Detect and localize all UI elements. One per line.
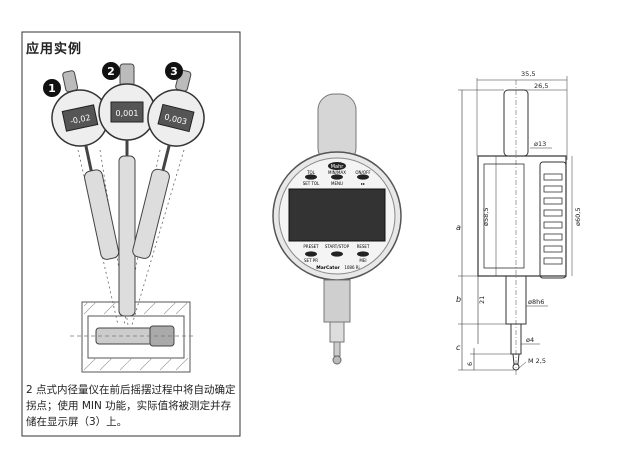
gauge-3: 0,003 (132, 69, 205, 259)
gauge-1: -0,02 (51, 70, 120, 260)
dim-21: 21 (478, 296, 486, 304)
dim-b: b (456, 295, 461, 304)
onoff-button[interactable] (357, 174, 369, 180)
gauge-2: 0,001 (98, 63, 156, 317)
dim-thread: M 2,5 (528, 357, 546, 365)
dim-c: c (456, 343, 461, 352)
reset-button[interactable] (357, 251, 369, 257)
dimension-drawing (458, 76, 573, 375)
panel-caption: 2 点式内径量仪在前后摇摆过程中将自动确定拐点；使用 MIN 功能，实际值将被测… (26, 384, 236, 428)
minmax-button[interactable] (331, 174, 343, 180)
dim-d4: ø4 (526, 336, 534, 344)
dim-d60-5: ø60,5 (574, 208, 582, 226)
svg-text:▸▸: ▸▸ (361, 181, 365, 186)
top-buttons: TOL SET TOL MIN/MAX MENU ON/OFF ▸▸ (303, 170, 372, 186)
dim-d58-5: ø58,5 (482, 208, 490, 226)
svg-text:MIN/MAX: MIN/MAX (328, 170, 346, 175)
svg-text:2: 2 (107, 65, 115, 78)
svg-text:RESET: RESET (357, 244, 370, 249)
dim-d8h6: ø8h6 (528, 298, 544, 306)
step-badge-3: 3 (165, 62, 183, 80)
lcd-display (288, 188, 386, 242)
preset-button[interactable] (305, 251, 317, 257)
svg-text:ON/OFF: ON/OFF (355, 170, 371, 175)
gauge-2-reading: 0,001 (116, 109, 139, 118)
dim-35-5: 35,5 (521, 70, 535, 78)
dim-a: a (456, 223, 461, 232)
brand-logo (328, 162, 346, 170)
startstop-button[interactable] (331, 251, 343, 257)
step-badge-1: 1 (43, 79, 61, 97)
model-number: 1086 Ri (344, 265, 359, 270)
svg-text:MEI: MEI (359, 258, 366, 263)
svg-text:MENU: MENU (331, 181, 343, 186)
svg-text:SET PR: SET PR (304, 258, 318, 263)
svg-text:3: 3 (170, 65, 178, 78)
svg-text:TOL: TOL (306, 170, 316, 175)
svg-text:SET TOL: SET TOL (303, 181, 320, 186)
dim-d13: ø13 (534, 140, 546, 148)
step-badge-2: 2 (102, 62, 120, 80)
svg-text:1: 1 (48, 82, 56, 95)
tol-button[interactable] (305, 174, 317, 180)
svg-text:PRESET: PRESET (303, 244, 319, 249)
dimension-labels: 35,5 26,5 ø13 ø58,5 ø60,5 ø8h6 ø4 M 2,5 … (456, 70, 582, 366)
svg-text:Mahr: Mahr (331, 164, 345, 170)
dim-6: 6 (466, 362, 474, 366)
gauge-1-reading: -0,02 (69, 113, 91, 126)
panel-title: 应用实例 (26, 42, 83, 57)
indicator-front-view: Mahr TOL SET TOL MIN/MAX MENU ON/OFF ▸▸ … (272, 93, 402, 365)
swing-lines (77, 149, 185, 326)
dim-26-5: 26,5 (534, 82, 548, 90)
bottom-buttons: PRESET SET PR START/STOP RESET MEI (303, 244, 370, 263)
bore-block (70, 301, 196, 373)
model-label: MarCator (316, 265, 340, 271)
svg-text:START/STOP: START/STOP (325, 244, 350, 249)
